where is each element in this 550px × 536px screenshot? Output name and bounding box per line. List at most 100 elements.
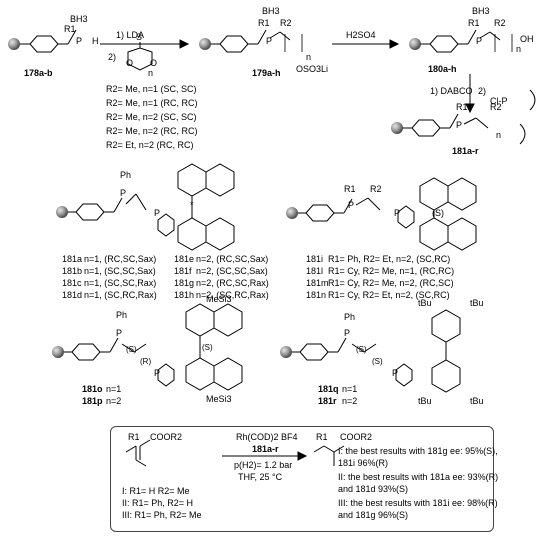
table-181l-desc: R1= Cy, R2= Me, n=1, (RC,RC) <box>328 266 455 276</box>
stereo-s-181o: (S) <box>126 345 137 354</box>
table-181f-row: 181f <box>174 266 192 276</box>
table-181l-row: 181l <box>306 266 324 276</box>
p-label-179: P <box>266 36 273 46</box>
r2-label-180: R2 <box>494 18 506 28</box>
r2-option-3: R2= Me, n=2 (SC, SC) <box>106 112 197 122</box>
stereo-s-181q: (S) <box>356 345 367 354</box>
r1-label-179: R1 <box>258 18 270 28</box>
tbu-label-2: tBu <box>470 298 484 308</box>
table-181n-row: 181n <box>306 290 327 300</box>
table-181a-desc: n=1, (RC,SC,Sax) <box>84 254 157 264</box>
ring-n-label: n <box>148 68 154 78</box>
reagent-phos-step: 2) <box>478 86 487 96</box>
solvent-label: THF, 25 °C <box>238 472 283 482</box>
product-cooR2: COOR2 <box>340 432 373 442</box>
r2-option-2: R2= Me, n=1 (RC, RC) <box>106 98 198 108</box>
compound-179-label: 179a-h <box>252 68 281 78</box>
n-label-181: n <box>496 130 502 140</box>
ligand-181a-h-structure <box>56 163 235 251</box>
table-181c-desc: n=1, (SC,SC,Rax) <box>84 278 157 288</box>
table-181i-row: 181i <box>306 254 324 264</box>
table-181m-desc: R1= Cy, R2= Me, n=2, (RC,SC) <box>328 278 454 288</box>
tbu-label-1: tBu <box>418 298 432 308</box>
ligand-181qr-structure <box>280 309 461 393</box>
compound-178-structure <box>8 29 77 53</box>
result-line-5: III: the best results with 181i ee: 98%(… <box>338 498 498 508</box>
result-line-3: II: the best results with 181a ee: 93%(R… <box>338 472 499 482</box>
ligand-181r-desc: n=2 <box>342 396 358 406</box>
compound-181-structure <box>391 113 526 145</box>
reagent-chlorophosphite: Cl-P <box>490 96 508 106</box>
bh3-label-179: BH3 <box>262 6 280 16</box>
cyclic-sulfate-reagent <box>127 42 153 71</box>
ligand-range-label: 181a-r <box>252 444 279 454</box>
stereo-r-181o: (R) <box>140 357 152 366</box>
compound-179-structure <box>199 29 303 53</box>
ring-o-label-2: O <box>150 58 158 68</box>
compound-180-structure <box>409 29 513 53</box>
ligand-181r-id: 181r <box>318 396 337 406</box>
compound-181-label: 181a-r <box>452 146 479 156</box>
table-181m-row: 181m <box>306 278 329 288</box>
pressure-label: p(H2)= 1.2 bar <box>234 460 293 470</box>
table-181n-desc: R1= Cy, R2= Et, n=2, (SC,RC) <box>328 290 450 300</box>
reagent-step-2-label: 2) <box>108 52 117 62</box>
hydrogenation-results-box <box>110 426 494 532</box>
oh-label-180: OH <box>520 34 534 44</box>
ligand-181p-desc: n=2 <box>106 396 122 406</box>
table-181g-row: 181g <box>174 278 195 288</box>
compound-178-label: 178a-b <box>24 68 53 78</box>
table-181e-desc: n=2, (RC,SC,Sax) <box>196 254 269 264</box>
r1-label-181: R1 <box>456 102 468 112</box>
tbu-label-3: tBu <box>418 396 432 406</box>
oso3li-label: OSO3Li <box>296 64 329 74</box>
r2-label-179: R2 <box>280 18 292 28</box>
product-r1-label: R1 <box>316 432 328 442</box>
mesi3-label-top: MeSi3 <box>206 294 232 304</box>
p-label-181i: P <box>348 200 355 210</box>
r2-label-181: R2 <box>490 102 502 112</box>
reagent-dabco: 1) DABCO <box>430 86 473 96</box>
table-181e-row: 181e <box>174 254 195 264</box>
phosphite-p-181q: P <box>392 368 399 378</box>
ring-o-label-1: O <box>126 58 134 68</box>
result-line-4: and 181d 93%(S) <box>338 484 409 494</box>
r2-option-5: R2= Et, n=2 (RC, RC) <box>106 140 194 150</box>
r1-label-180: R1 <box>468 18 480 28</box>
stereo-s2-181q: (S) <box>372 357 383 366</box>
bh3-label-178: BH3 <box>70 14 88 24</box>
substrate-row-3: III: R1= Ph, R2= Me <box>122 510 202 520</box>
r2-label-181i: R2 <box>370 184 382 194</box>
table-181i-desc: R1= Ph, R2= Et, n=2, (SC,RC) <box>328 254 451 264</box>
ligand-181q-id: 181q <box>318 384 339 394</box>
h-label-178: H <box>92 36 99 46</box>
table-181d-desc: n=1, (SC,RC,Rax) <box>84 290 157 300</box>
ph-label-181a: Ph <box>120 170 132 180</box>
compound-180-label: 180a-h <box>428 64 457 74</box>
p-label-181q: P <box>344 328 351 338</box>
bh3-label-180: BH3 <box>472 6 490 16</box>
table-181h-row: 181h <box>174 290 195 300</box>
substrate-cooR2: COOR2 <box>150 432 183 442</box>
stereo-s-181i: (S) <box>432 208 444 218</box>
ligand-181p-id: 181p <box>82 396 103 406</box>
binol-star-181a: * <box>190 200 194 210</box>
ligand-181o-id: 181o <box>82 384 103 394</box>
ligand-181o-desc: n=1 <box>106 384 122 394</box>
catalyst-label: Rh(COD)2 BF4 <box>236 432 298 442</box>
ligand-181q-desc: n=1 <box>342 384 358 394</box>
p-label-181a: P <box>120 188 127 198</box>
ligand-181i-n-structure <box>286 177 477 251</box>
p-label-180: P <box>476 36 483 46</box>
reagent-lda: 1) LDA <box>116 30 145 40</box>
diol-bridge <box>529 89 536 111</box>
table-181a-row: 181a <box>62 254 83 264</box>
table-181g-desc: n=2, (RC,SC,Rax) <box>196 278 269 288</box>
p-label-178: P <box>76 36 83 46</box>
result-line-2: 181i 96%(R) <box>338 458 389 468</box>
substrate-acrylate-structure <box>125 439 151 467</box>
ligand-181op-structure <box>52 303 243 391</box>
r2-option-4: R2= Me, n=2 (RC, RC) <box>106 126 198 136</box>
table-181b-row: 181b <box>62 266 83 276</box>
